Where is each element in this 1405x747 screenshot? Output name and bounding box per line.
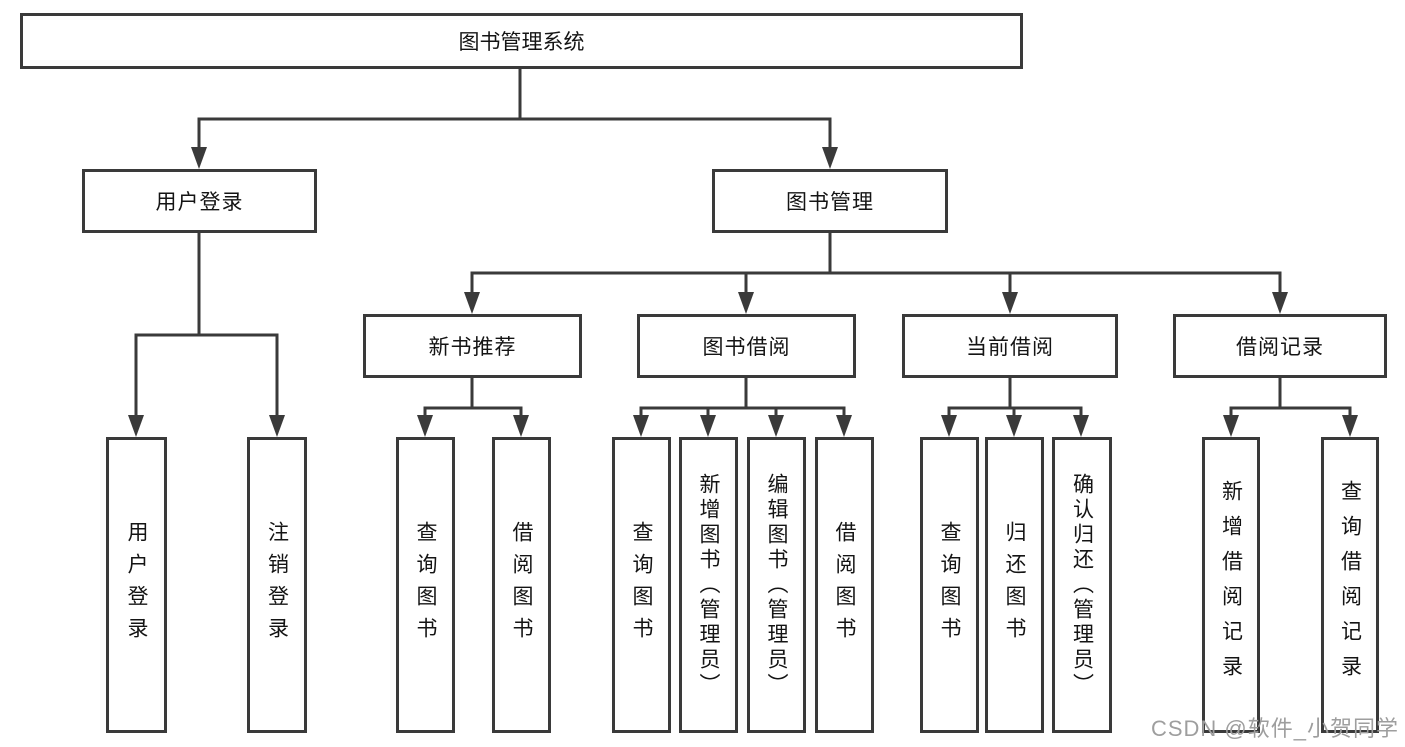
leaf-label: 归还图书 (1003, 521, 1026, 649)
leaf-label: 新增借阅记录 (1219, 480, 1243, 690)
leaf-borrow-books: 借阅图书 (815, 437, 874, 733)
leaf-label: 新增图书（管理员） (697, 472, 720, 698)
csdn-watermark: CSDN @软件_小贺同学 (1150, 716, 1399, 741)
leaf-label: 用户登录 (125, 521, 148, 649)
node-borrow-records: 借阅记录 (1173, 314, 1387, 378)
leaf-add-borrow-record: 新增借阅记录 (1202, 437, 1260, 733)
node-current-borrow: 当前借阅 (902, 314, 1118, 378)
leaf-label: 借阅图书 (510, 521, 533, 649)
leaf-label: 查询图书 (630, 521, 653, 649)
leaf-edit-book-admin: 编辑图书（管理员） (747, 437, 806, 733)
leaf-query-books-borrow: 查询图书 (612, 437, 671, 733)
connector-book-management-branch (464, 233, 1288, 314)
connector-current-borrow-branch (941, 378, 1089, 437)
leaf-borrow-books-recommend: 借阅图书 (492, 437, 551, 733)
leaf-logout: 注销登录 (247, 437, 307, 733)
connector-book-borrow-branch (633, 378, 852, 437)
leaf-label: 确认归还（管理员） (1070, 472, 1094, 698)
leaf-label: 借阅图书 (833, 521, 856, 649)
leaf-return-books: 归还图书 (985, 437, 1044, 733)
node-new-book-recommend: 新书推荐 (363, 314, 582, 378)
leaf-confirm-return-admin: 确认归还（管理员） (1052, 437, 1112, 733)
connector-new-book-branch (417, 378, 529, 437)
leaf-query-books-recommend: 查询图书 (396, 437, 455, 733)
node-user-login: 用户登录 (82, 169, 317, 233)
node-root-library-system: 图书管理系统 (20, 13, 1023, 69)
leaf-user-login: 用户登录 (106, 437, 167, 733)
leaf-add-book-admin: 新增图书（管理员） (679, 437, 738, 733)
connector-borrow-records-branch (1223, 378, 1358, 437)
leaf-label: 查询借阅记录 (1338, 480, 1362, 690)
node-book-borrow: 图书借阅 (637, 314, 856, 378)
leaf-label: 查询图书 (938, 521, 961, 649)
leaf-query-books-current: 查询图书 (920, 437, 979, 733)
leaf-label: 注销登录 (265, 521, 289, 649)
leaf-query-borrow-record: 查询借阅记录 (1321, 437, 1379, 733)
connector-user-login-branch (128, 233, 285, 437)
leaf-label: 查询图书 (414, 521, 437, 649)
leaf-label: 编辑图书（管理员） (765, 472, 788, 698)
connector-root-to-level2 (191, 69, 838, 169)
node-book-management: 图书管理 (712, 169, 948, 233)
